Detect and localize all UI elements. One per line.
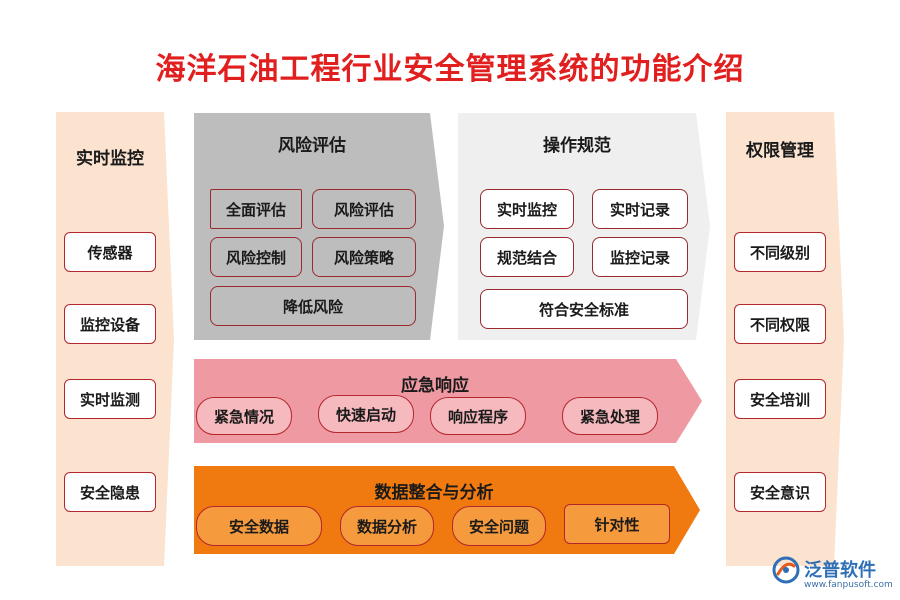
safety-awareness-item: 安全意识 — [734, 472, 826, 512]
operation-standards-panel: 操作规范 实时监控 实时记录 规范结合 监控记录 符合安全标准 — [458, 113, 710, 340]
data-analysis-panel: 数据整合与分析 安全数据 数据分析 安全问题 针对性 — [194, 466, 700, 554]
meet-safety-standards-item: 符合安全标准 — [480, 289, 688, 329]
targeted-item: 针对性 — [564, 504, 670, 544]
response-procedure-item: 响应程序 — [430, 397, 526, 435]
risk-strategy-item: 风险策略 — [312, 237, 416, 277]
page-title: 海洋石油工程行业安全管理系统的功能介绍 — [155, 52, 745, 87]
monitoring-record-item: 监控记录 — [592, 237, 688, 277]
risk-assessment-item: 风险评估 — [312, 189, 416, 229]
risk-assessment-panel: 风险评估 全面评估 风险评估 风险控制 风险策略 降低风险 — [194, 113, 444, 340]
operation-standards-title: 操作规范 — [543, 136, 611, 156]
standards-combination-item: 规范结合 — [480, 237, 574, 277]
realtime-detection-item: 实时监测 — [64, 379, 156, 419]
reduce-risk-item: 降低风险 — [210, 286, 416, 326]
fanpu-logo-url: www.fanpusoft.com — [804, 580, 893, 590]
realtime-monitoring-item: 实时监控 — [480, 189, 574, 229]
sensor-item: 传感器 — [64, 232, 156, 272]
emergency-response-panel: 应急响应 紧急情况 快速启动 响应程序 紧急处理 — [194, 359, 702, 443]
emergency-response-title: 应急响应 — [401, 376, 469, 396]
safety-hazard-item: 安全隐患 — [64, 472, 156, 512]
risk-control-item: 风险控制 — [210, 237, 302, 277]
data-analysis-title: 数据整合与分析 — [374, 483, 494, 503]
realtime-monitoring-title: 实时监控 — [76, 149, 144, 169]
risk-assessment-title: 风险评估 — [278, 136, 346, 156]
fanpu-logo-name: 泛普软件 — [804, 560, 876, 581]
realtime-record-item: 实时记录 — [592, 189, 688, 229]
permission-management-title: 权限管理 — [746, 141, 814, 161]
permission-management-column: 权限管理 不同级别 不同权限 安全培训 安全意识 — [726, 112, 844, 566]
comprehensive-assessment-item: 全面评估 — [210, 189, 302, 229]
data-analysis-item: 数据分析 — [340, 506, 434, 546]
different-level-item: 不同级别 — [734, 232, 826, 272]
different-permission-item: 不同权限 — [734, 304, 826, 344]
emergency-handling-item: 紧急处理 — [562, 397, 658, 435]
safety-issue-item: 安全问题 — [452, 506, 546, 546]
quick-start-item: 快速启动 — [318, 395, 414, 433]
monitoring-device-item: 监控设备 — [64, 304, 156, 344]
fanpu-logo: 泛普软件 www.fanpusoft.com — [772, 554, 894, 596]
safety-data-item: 安全数据 — [196, 506, 322, 546]
emergency-situation-item: 紧急情况 — [196, 397, 292, 435]
safety-training-item: 安全培训 — [734, 379, 826, 419]
realtime-monitoring-column: 实时监控 传感器 监控设备 实时监测 安全隐患 — [56, 112, 174, 566]
fanpu-logo-icon — [772, 556, 800, 584]
